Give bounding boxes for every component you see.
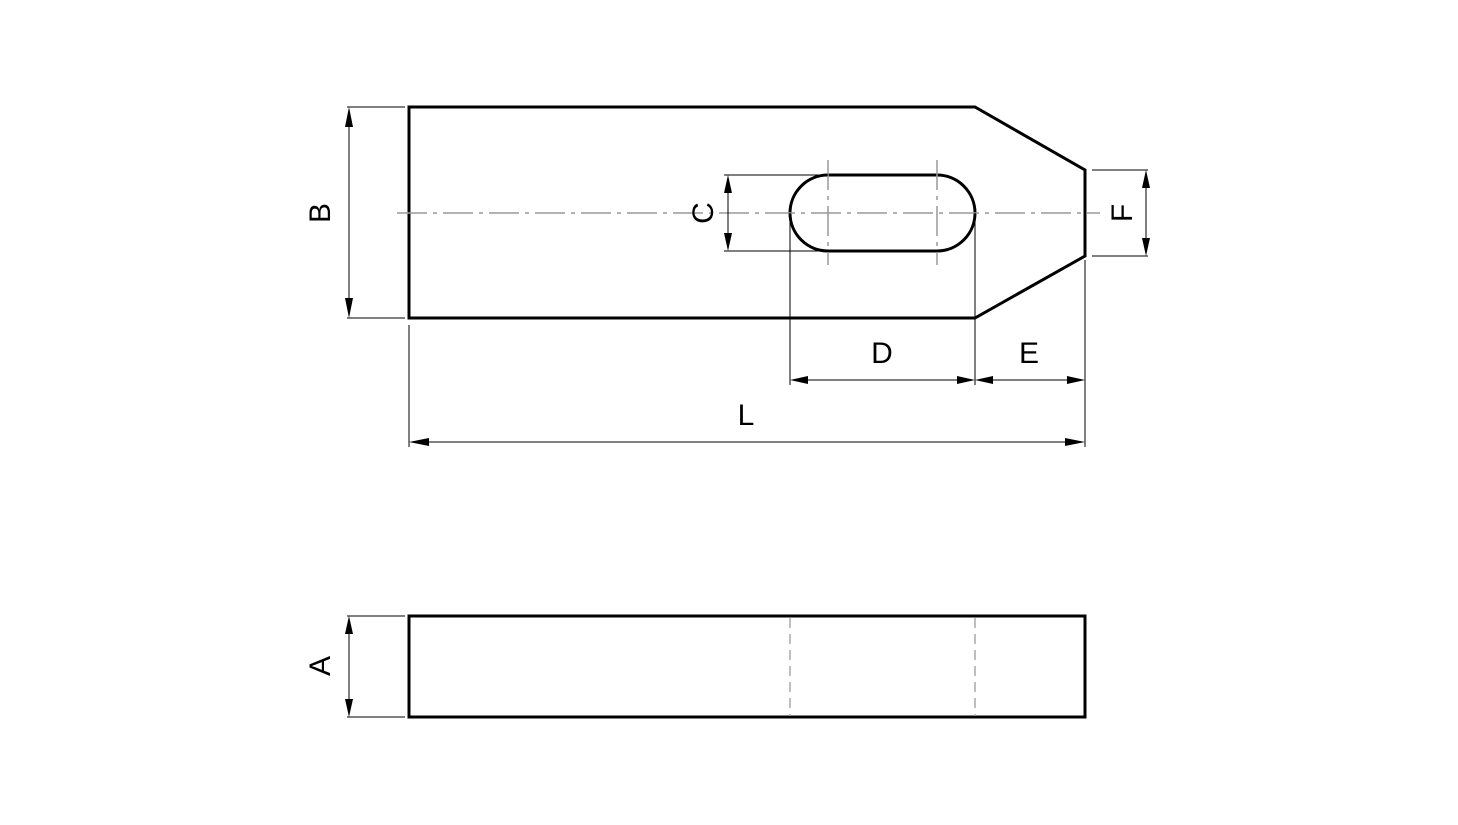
dimension-a: A: [304, 615, 405, 718]
dimension-l: L: [409, 399, 1085, 446]
dimension-e: E: [975, 337, 1085, 384]
top-view: B C F D: [304, 105, 1150, 447]
dimension-f: F: [1092, 169, 1150, 257]
dimension-label-e: E: [1019, 337, 1039, 370]
dimension-label-d: D: [871, 337, 893, 370]
slot-outline: [788, 173, 977, 253]
dimension-label-c: C: [687, 202, 720, 224]
dimension-label-b: B: [304, 203, 337, 223]
dimension-label-a: A: [304, 656, 337, 676]
side-view: A: [304, 614, 1087, 719]
top-view-outline: [407, 105, 1087, 320]
dimension-label-f: F: [1106, 204, 1139, 222]
dimension-label-l: L: [738, 399, 755, 432]
dimension-d: D: [790, 337, 975, 384]
dimension-c: C: [687, 174, 828, 252]
dimension-b: B: [304, 106, 405, 319]
side-view-outline: [407, 614, 1087, 719]
